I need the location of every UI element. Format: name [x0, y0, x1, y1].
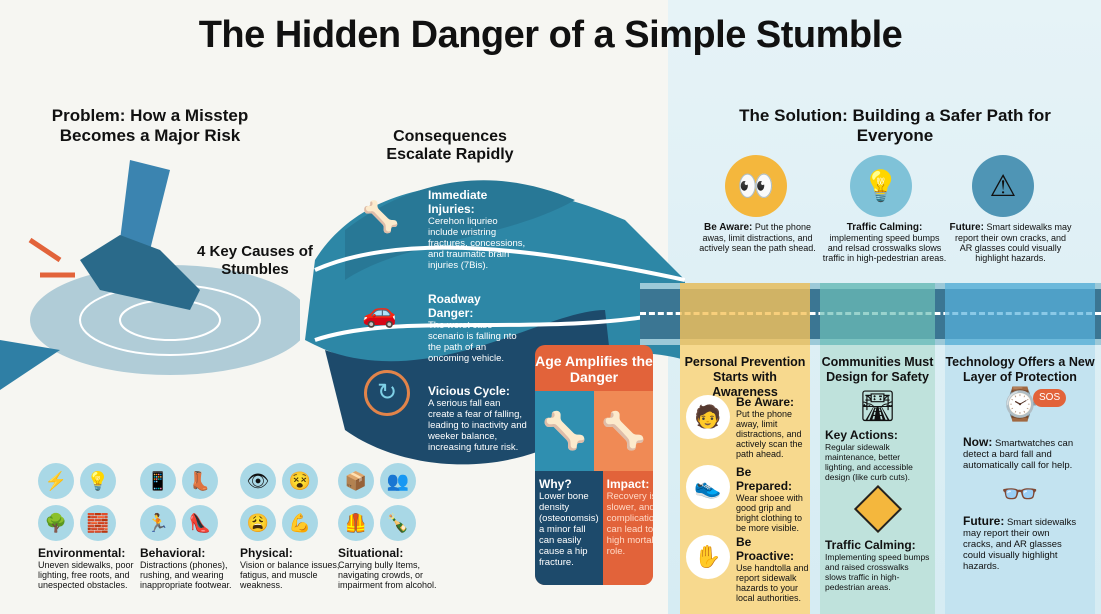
speed-bump-sign-icon	[853, 484, 902, 534]
car-hazard-icon: 🚗	[362, 297, 397, 328]
page-title: The Hidden Danger of a Simple Stumble	[198, 14, 903, 56]
sneakers-icon: 👟	[686, 465, 730, 509]
cause-item: Physical:Vision or balance issues, fatig…	[240, 546, 340, 590]
tech-item-now: Now: Smartwatches can detect a bard fall…	[963, 435, 1074, 471]
problem-heading: Problem: How a Misstep Becomes a Major R…	[51, 106, 249, 145]
osteoporosis-bone-icon: 🦴	[594, 391, 653, 471]
smart-sidewalk-glasses-icon: 👓	[1001, 478, 1039, 511]
alcohol-icon: 🍾	[380, 505, 416, 541]
path-blue	[945, 283, 1095, 345]
muscle-icon: 💪	[282, 505, 318, 541]
boot-icon: 👢	[182, 463, 218, 499]
prevention-item: 👟Be Prepared:Wear shoee with good grip a…	[686, 465, 810, 533]
running-person-icon: 🏃	[140, 505, 176, 541]
age-card: Age Amplifies the Danger 🦴🦴 Why?Lower bo…	[535, 345, 653, 585]
misstep-illustration	[0, 160, 300, 390]
tech-item-future: Future: Smart sidewalks may report their…	[963, 514, 1077, 572]
sos-badge: SOS	[1033, 389, 1067, 407]
consequences-heading: Consequences Escalate Rapidly	[386, 128, 514, 163]
tired-face-icon: 😩	[240, 505, 276, 541]
bone-brain-icon: 🦴	[362, 201, 400, 234]
communities-column: Communities Must Design for Safety 🛣 Key…	[820, 345, 935, 614]
solution-item: Be Aware: Put the phone awas, limit dist…	[699, 222, 816, 253]
ar-glasses-icon: ⚠	[972, 155, 1034, 217]
person-phone-icon: 🧑	[686, 395, 730, 439]
solution-item: Traffic Calming: implementing speed bump…	[822, 222, 947, 264]
cause-item: Situational:Carrying bully Items, naviga…	[338, 546, 437, 590]
crowd-icon: 👥	[380, 463, 416, 499]
carrying-box-icon: 📦	[338, 463, 374, 499]
healthy-bone-icon: 🦴	[535, 391, 594, 471]
cause-item: Environmental:Uneven sidewalks, poor lig…	[38, 546, 134, 590]
streetlights-icon: 🛣	[858, 390, 897, 423]
cracked-sidewalk-icon: ⚡	[38, 463, 74, 499]
cause-item: Behavioral:Distractions (phones), rushin…	[140, 546, 232, 590]
high-heel-icon: 👠	[182, 505, 218, 541]
consequence-item: Immediate Injuries:Cerehon liqurieo incl…	[428, 188, 526, 271]
worker-vest-icon: 🦺	[338, 505, 374, 541]
technology-column: Technology Offers a New Layer of Protect…	[945, 345, 1095, 614]
eye-icon: 👁	[240, 463, 276, 499]
solution-heading: The Solution: Building a Safer Path for …	[739, 106, 1051, 145]
streetlight-crosswalk-icon: 💡	[850, 155, 912, 217]
consequence-item: Vicious Cycle:A serious fall ean create …	[428, 384, 527, 453]
path-teal	[820, 283, 935, 345]
brick-icon: 🧱	[80, 505, 116, 541]
solution-item: Future: Smart sidewalks may report their…	[949, 222, 1072, 263]
smartwatch-icon: ⌚SOS	[945, 385, 1095, 437]
causes-heading: 4 Key Causes of Stumbles	[197, 243, 313, 278]
phone-icon: 📱	[140, 463, 176, 499]
tree-roots-icon: 🌳	[38, 505, 74, 541]
cycle-icon: ↻	[364, 370, 410, 416]
prevention-item: 🧑Be Aware:Put the phone away, limit dist…	[686, 395, 810, 459]
aware-person-icon: 👀	[725, 155, 787, 217]
path-yellow	[680, 283, 810, 345]
dizzy-person-icon: 😵	[282, 463, 318, 499]
consequence-item: Roadway Danger:The worst case scenario i…	[428, 292, 517, 364]
handrail-icon: ✋	[686, 535, 730, 579]
prevention-item: ✋Be Proactive:Use handtolla and report s…	[686, 535, 810, 603]
streetlight-icon: 💡	[80, 463, 116, 499]
